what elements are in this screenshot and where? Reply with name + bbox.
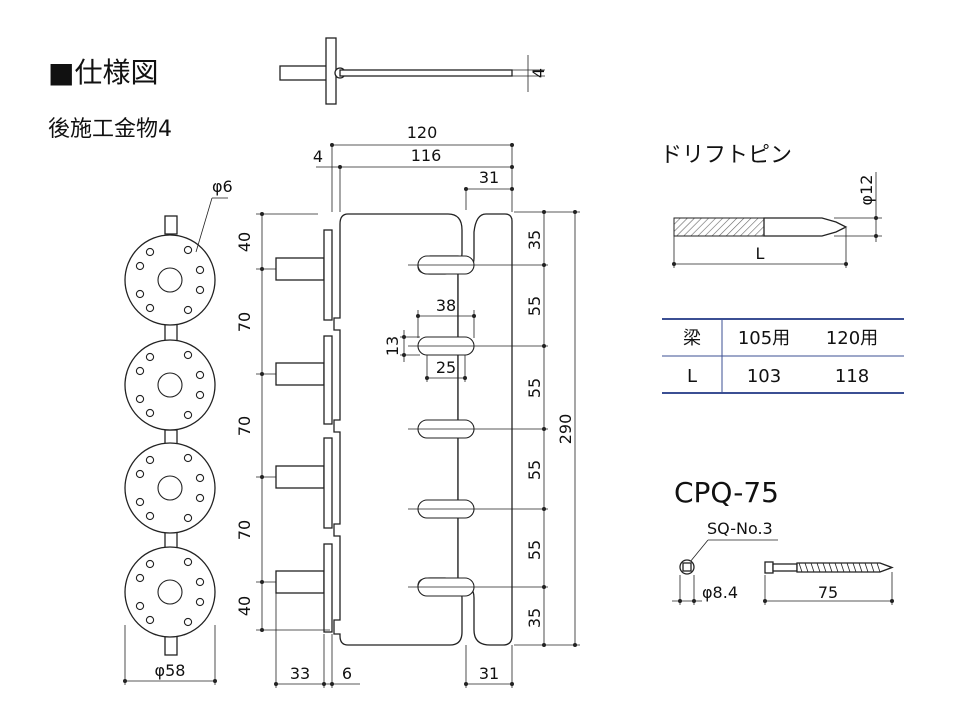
disc-bolt-hole (195, 265, 205, 275)
screw-title: CPQ-75 (674, 476, 779, 509)
dim-flange-top: 31 (479, 168, 499, 187)
dim-slot-length: 38 (436, 296, 456, 315)
disc-bolt-hole (135, 366, 145, 376)
disc-bolt-hole (145, 408, 155, 418)
disc-bolt-hole (195, 597, 205, 607)
dim-right-5: 55 (525, 540, 544, 560)
right-dimensions: 35 55 55 55 55 35 290 (514, 210, 580, 647)
disc-bolt-hole (145, 303, 155, 313)
top-view: 4 (279, 37, 548, 105)
dim-right-1: 35 (525, 230, 544, 250)
dim-right-4: 55 (525, 460, 544, 480)
drift-pin-diameter: φ12 (857, 175, 876, 206)
disc-center-hole (157, 475, 183, 501)
disc-bolt-hole (183, 557, 193, 567)
dim-right-2: 55 (525, 296, 544, 316)
dim-slot-pitch: 25 (436, 358, 456, 377)
top-dimensions: 120 116 4 31 (313, 123, 514, 212)
dim-disc-dia: φ58 (155, 661, 186, 680)
table-header-120: 120用 (826, 328, 878, 349)
disc-center-hole (157, 579, 183, 605)
dim-left-5: 40 (235, 596, 254, 616)
page-title: ■仕様図 (48, 56, 158, 89)
table-row-label: L (687, 366, 697, 387)
slot-dimensions: 38 13 25 (383, 296, 476, 382)
disc-center-hole (157, 267, 183, 293)
drift-pin: ドリフトピン φ12 L (660, 143, 882, 268)
drift-pin-length: L (756, 244, 765, 263)
screw: CPQ-75 SQ-No.3 φ8.4 75 (672, 476, 894, 605)
product-subtitle: 後施工金物4 (48, 117, 172, 142)
disc-bolt-hole (145, 559, 155, 569)
disc-column: φ6 φ58 (123, 177, 233, 685)
disc-bolt-hole (183, 245, 193, 255)
disc-bolt-hole (195, 390, 205, 400)
dim-top-thickness: 4 (529, 68, 548, 78)
dim-width-inner: 116 (411, 146, 442, 165)
disc-bolt-hole (195, 493, 205, 503)
drift-pin-title: ドリフトピン (660, 143, 792, 168)
dim-width-outer: 120 (407, 123, 438, 142)
disc-bolt-hole (183, 453, 193, 463)
table-cell-120: 118 (835, 366, 869, 387)
disc-bolt-hole (135, 469, 145, 479)
length-table: 梁 105用 120用 L 103 118 (662, 318, 904, 394)
dim-right-3: 55 (525, 378, 544, 398)
disc-bolt-hole (145, 615, 155, 625)
dim-hole-dia: φ6 (212, 177, 233, 196)
slots (408, 255, 548, 597)
dim-pin-length: 33 (290, 664, 310, 683)
dim-offset-left: 4 (313, 147, 323, 166)
screw-length: 75 (818, 583, 838, 602)
table-header-105: 105用 (738, 328, 790, 349)
disc-bolt-hole (195, 370, 205, 380)
disc-bolt-hole (145, 511, 155, 521)
disc-bolt-hole (135, 394, 145, 404)
disc-bolt-hole (183, 513, 193, 523)
disc-bolt-hole (183, 410, 193, 420)
disc-bolt-hole (135, 601, 145, 611)
disc-bolt-hole (145, 352, 155, 362)
disc-bolt-hole (145, 455, 155, 465)
disc-bolt-hole (135, 261, 145, 271)
dim-slot-width: 13 (383, 336, 402, 356)
dim-left-3: 70 (235, 416, 254, 436)
table-header-beam: 梁 (683, 328, 701, 349)
disc-bolt-hole (195, 577, 205, 587)
disc-center-hole (157, 372, 183, 398)
table-cell-105: 103 (747, 366, 781, 387)
disc-bolt-hole (135, 573, 145, 583)
disc-bolt-hole (195, 285, 205, 295)
bottom-dimensions: 33 6 31 (274, 593, 514, 688)
disc-bolt-hole (135, 497, 145, 507)
screw-head-dia: φ8.4 (702, 583, 738, 602)
dim-right-6: 35 (525, 608, 544, 628)
left-dimensions: 40 70 70 70 40 (235, 212, 330, 632)
dim-left-4: 70 (235, 520, 254, 540)
dim-left-1: 40 (235, 232, 254, 252)
side-view-pins (275, 229, 333, 633)
screw-bit: SQ-No.3 (707, 519, 773, 538)
right-flange (457, 213, 513, 646)
disc-bolt-hole (145, 247, 155, 257)
dim-plate-thickness: 6 (342, 664, 352, 683)
disc-bolt-hole (183, 617, 193, 627)
disc-bolt-hole (195, 473, 205, 483)
dim-left-2: 70 (235, 312, 254, 332)
disc-bolt-hole (183, 305, 193, 315)
disc-bolt-hole (135, 289, 145, 299)
dim-total-height: 290 (556, 414, 575, 445)
dim-flange-bottom: 31 (479, 664, 499, 683)
disc-bolt-hole (183, 350, 193, 360)
